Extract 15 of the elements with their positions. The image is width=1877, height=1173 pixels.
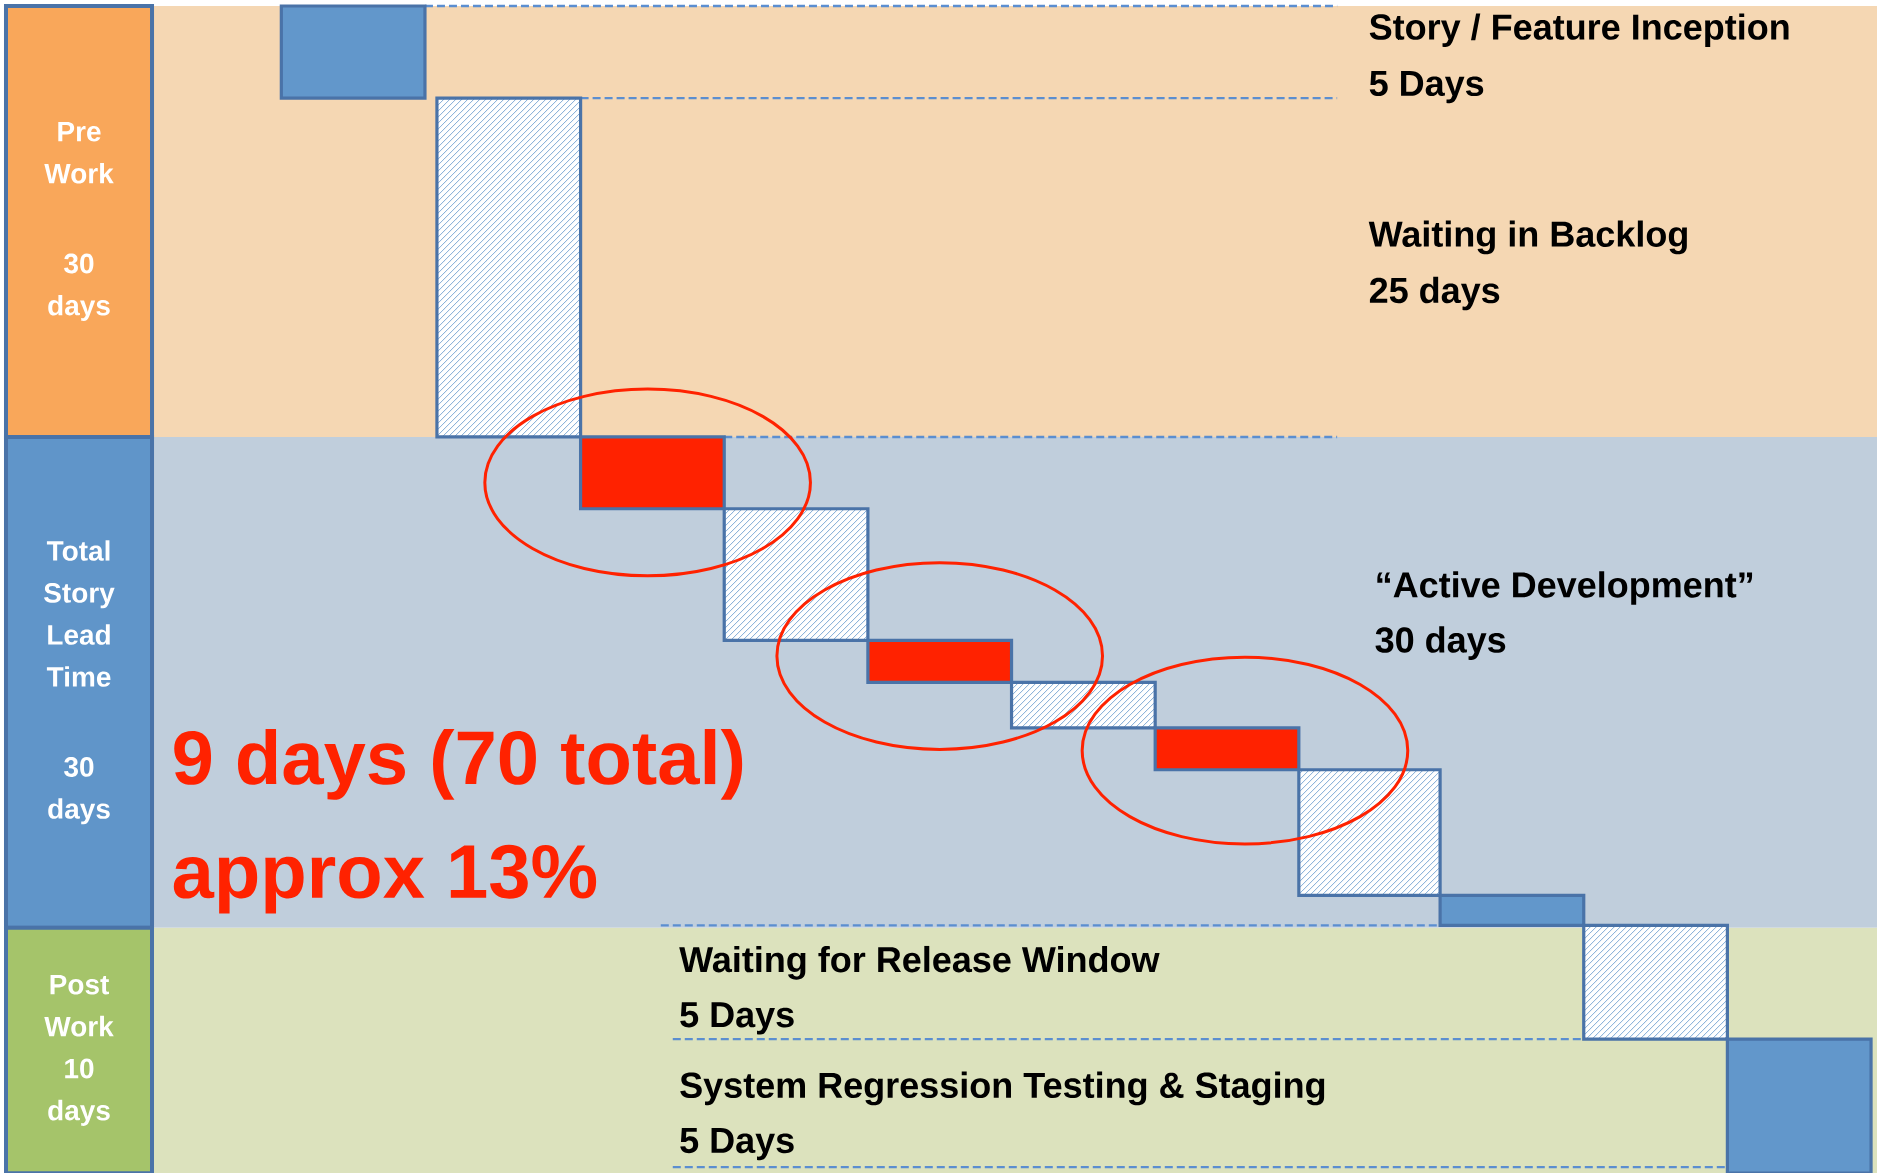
- stage-label: Waiting in Backlog: [1368, 220, 1687, 255]
- summary-text: approx 13%: [173, 844, 597, 914]
- stage-box: Total Story Lead Time 30 days: [4, 434, 154, 930]
- stage-box: Pre Work 30 days: [4, 3, 154, 439]
- stage-label: System Regression Testing & Staging: [680, 1071, 1325, 1106]
- summary-text: 9 days (70 total): [174, 728, 743, 800]
- stage-box: Post Work 10 days: [4, 925, 154, 1173]
- stage-label: Story / Feature Inception: [1369, 13, 1789, 47]
- stage-label: “Active Development”: [1377, 571, 1753, 605]
- stage-label: 30 days: [1375, 626, 1506, 660]
- stage-label: 5 Days: [680, 1002, 794, 1035]
- stage-label: 5 Days: [680, 1127, 794, 1161]
- stage-label: Waiting for Release Window: [679, 945, 1160, 980]
- stage-label: 25 days: [1369, 276, 1500, 311]
- stage-label: 5 Days: [1369, 70, 1484, 104]
